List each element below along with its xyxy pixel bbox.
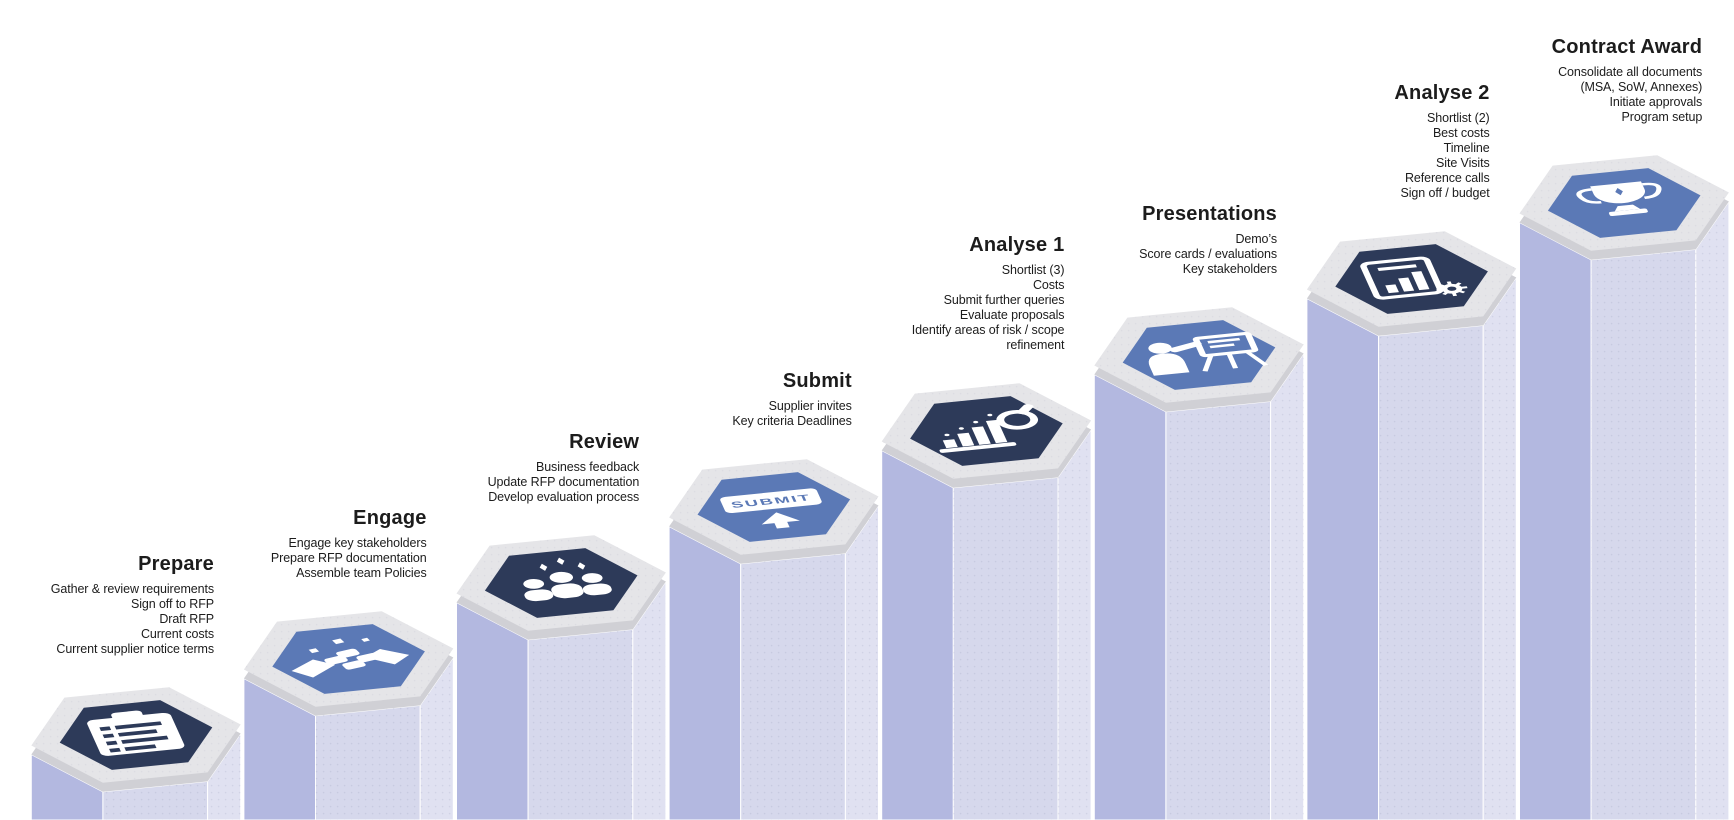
pillar-analyse-1	[881, 383, 1092, 820]
pillar-analyse-2	[1306, 231, 1517, 820]
pillar-submit: SUBMIT	[668, 459, 879, 820]
pillar-presentations	[1093, 307, 1305, 820]
hexagon-tile	[484, 548, 638, 618]
pillar-contract-award	[1519, 155, 1730, 820]
submit-button-icon: SUBMIT	[718, 487, 832, 533]
pillar-review	[456, 535, 667, 820]
pillar-engage	[243, 611, 454, 820]
pillar-prepare	[30, 687, 242, 820]
